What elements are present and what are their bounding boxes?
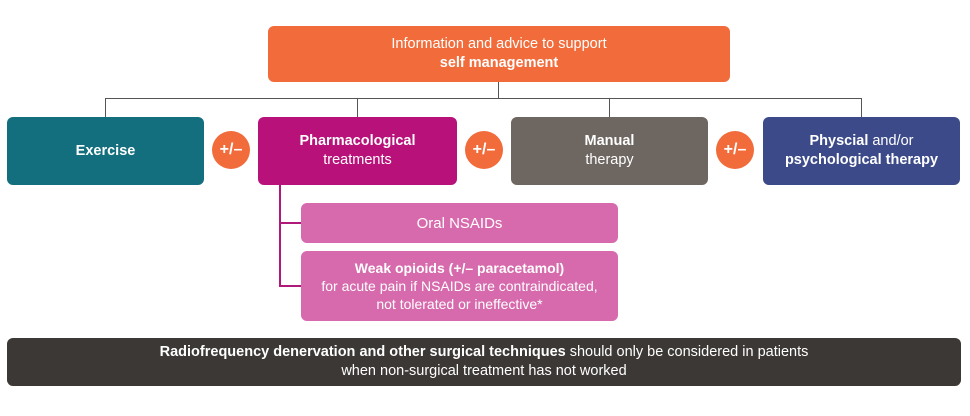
connector-horizontal — [105, 98, 862, 99]
surgical-techniques-rest: should only be considered in patients — [565, 344, 809, 360]
connector-manual — [609, 98, 610, 117]
plus-minus-badge-1: +/– — [212, 131, 250, 169]
pharmacological-line2: treatments — [323, 152, 392, 168]
connector-pharma — [357, 98, 358, 117]
physical-psychological-box: Physcial and/or psychological therapy — [763, 117, 960, 185]
and-or-label: and/or — [868, 133, 914, 149]
plus-minus-badge-3: +/– — [716, 131, 754, 169]
connector-exercise — [105, 98, 106, 117]
manual-therapy-box: Manual therapy — [511, 117, 708, 185]
plus-minus-badge-2: +/– — [465, 131, 503, 169]
weak-opioids-box: Weak opioids (+/– paracetamol) for acute… — [301, 251, 618, 321]
weak-opioids-title: Weak opioids (+/– paracetamol) — [354, 260, 565, 276]
oral-nsaids-box: Oral NSAIDs — [301, 203, 618, 243]
surgical-techniques-line1: Radiofrequency denervation and other sur… — [160, 343, 809, 362]
weak-opioids-line2: for acute pain if NSAIDs are contraindic… — [321, 278, 598, 294]
pharmacological-box: Pharmacological treatments — [258, 117, 457, 185]
connector-top-vertical — [498, 82, 499, 99]
physical-psychological-line1: Physcial and/or — [810, 132, 914, 151]
exercise-box: Exercise — [7, 117, 204, 185]
surgical-techniques-line2: when non-surgical treatment has not work… — [341, 363, 627, 379]
pharmacological-line1: Pharmacological — [299, 133, 416, 149]
surgical-techniques-bold: Radiofrequency denervation and other sur… — [159, 344, 566, 360]
connector-psych — [861, 98, 862, 117]
self-management-box: Information and advice to support self m… — [268, 26, 730, 82]
pharma-branch-opioids — [279, 285, 301, 287]
pharma-branch-nsaids — [279, 222, 301, 224]
self-management-line2: self management — [439, 55, 559, 71]
manual-therapy-line1: Manual — [584, 133, 635, 149]
manual-therapy-line2: therapy — [585, 152, 634, 168]
exercise-label: Exercise — [75, 142, 136, 159]
pharma-branch-vertical — [279, 185, 281, 286]
oral-nsaids-label: Oral NSAIDs — [416, 214, 503, 232]
surgical-techniques-box: Radiofrequency denervation and other sur… — [7, 338, 961, 386]
weak-opioids-line3: not tolerated or ineffective* — [376, 296, 543, 312]
self-management-line1: Information and advice to support — [391, 36, 607, 52]
physical-label: Physcial — [809, 133, 869, 149]
physical-psychological-line2: psychological therapy — [784, 152, 939, 168]
